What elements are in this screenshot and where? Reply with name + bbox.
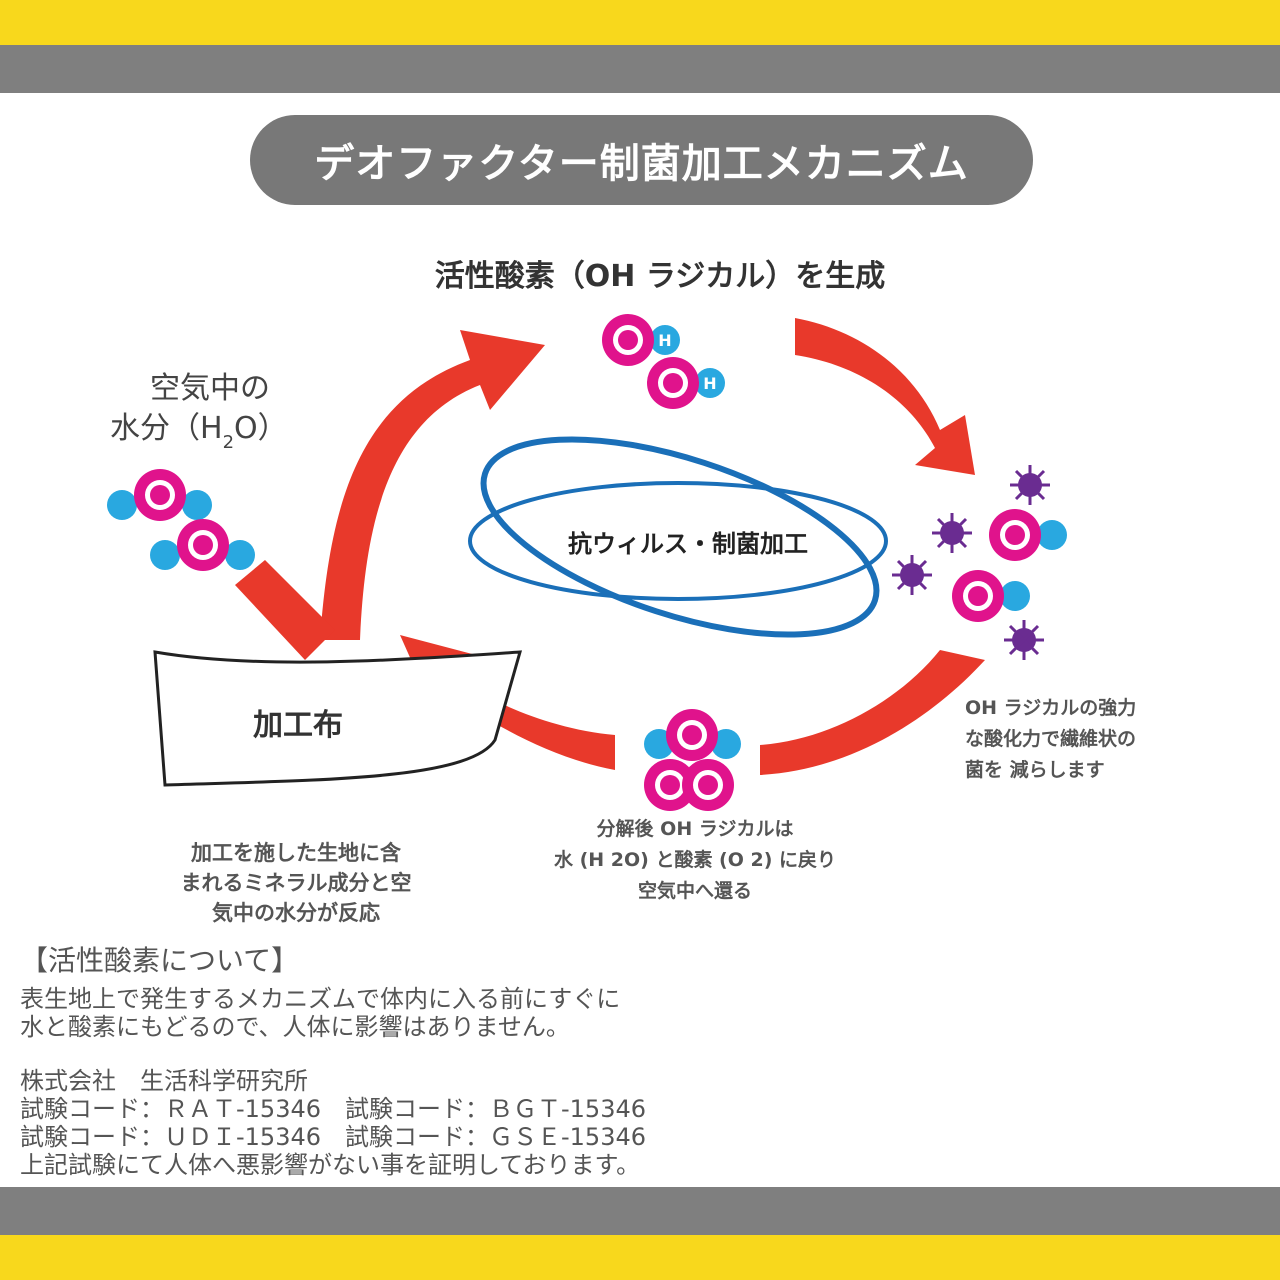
oh-radical-molecule: H — [602, 314, 680, 366]
bottom-gray-band — [0, 1187, 1280, 1235]
arrow-water-to-cloth — [235, 560, 335, 660]
right-caption-line: な酸化力で繊維状の — [965, 727, 1136, 750]
company-name: 株式会社 生活科学研究所 — [20, 1067, 308, 1095]
bacteria-icon — [890, 553, 934, 597]
cycle-arrows — [235, 318, 985, 775]
left-label-line1: 空気中の — [150, 371, 270, 406]
notes-body-line: 水と酸素にもどるので、人体に影響はありません。 — [20, 1013, 570, 1041]
bottom-caption-line: 分解後 OH ラジカルは — [597, 817, 794, 840]
top-gray-band — [0, 45, 1280, 93]
water-molecule — [107, 469, 212, 521]
arrow-from-bacteria — [760, 650, 985, 775]
cloth-caption-line: 気中の水分が反応 — [212, 901, 380, 925]
bacteria-icon — [1008, 463, 1052, 507]
cloth-label: 加工布 — [253, 708, 343, 743]
left-label-line2: 水分（H2O） — [110, 411, 288, 453]
cloth-caption-line: まれるミネラル成分と空 — [181, 871, 412, 895]
top-label: 活性酸素（OH ラジカル）を生成 — [435, 259, 885, 294]
bacteria-icon — [930, 511, 974, 555]
oh-radical-molecule — [952, 570, 1030, 622]
oxygen-molecule — [644, 759, 734, 811]
oh-radical-molecule: H — [647, 357, 725, 409]
test-codes-line: 試験コード：ＵＤＩ-15346 試験コード：ＧＳＥ-15346 — [20, 1123, 647, 1151]
center-label: 抗ウィルス・制菌加工 — [568, 530, 808, 558]
water-molecule — [644, 709, 741, 761]
cloth-caption-line: 加工を施した生地に含 — [190, 841, 402, 865]
right-caption-line: OH ラジカルの強力 — [965, 696, 1136, 719]
bottom-caption-line: 空気中へ還る — [638, 879, 752, 902]
treatment-rings — [468, 436, 888, 638]
notes-body-line: 表生地上で発生するメカニズムで体内に入る前にすぐに — [20, 985, 621, 1013]
oh-radical-molecule — [989, 509, 1067, 561]
water-molecule — [150, 519, 255, 571]
treated-cloth — [153, 650, 523, 787]
test-codes-line: 試験コード：ＲＡＴ-15346 試験コード：ＢＧＴ-15346 — [20, 1095, 647, 1123]
svg-text:H: H — [658, 331, 671, 350]
arrow-to-bacteria — [795, 318, 975, 475]
top-yellow-band — [0, 0, 1280, 45]
safety-statement: 上記試験にて人体へ悪影響がない事を証明しております。 — [20, 1151, 641, 1179]
page-title: デオファクター制菌加工メカニズム — [250, 115, 1033, 205]
bottom-yellow-band — [0, 1235, 1280, 1280]
bacteria-icon — [1002, 618, 1046, 662]
bottom-caption-line: 水 (H 2O) と酸素 (O 2) に戻り — [554, 848, 836, 871]
right-caption-line: 菌を 減らします — [965, 758, 1105, 781]
arrow-up-to-radical — [320, 330, 545, 640]
notes-heading: 【活性酸素について】 — [20, 944, 300, 977]
svg-text:H: H — [703, 374, 716, 393]
